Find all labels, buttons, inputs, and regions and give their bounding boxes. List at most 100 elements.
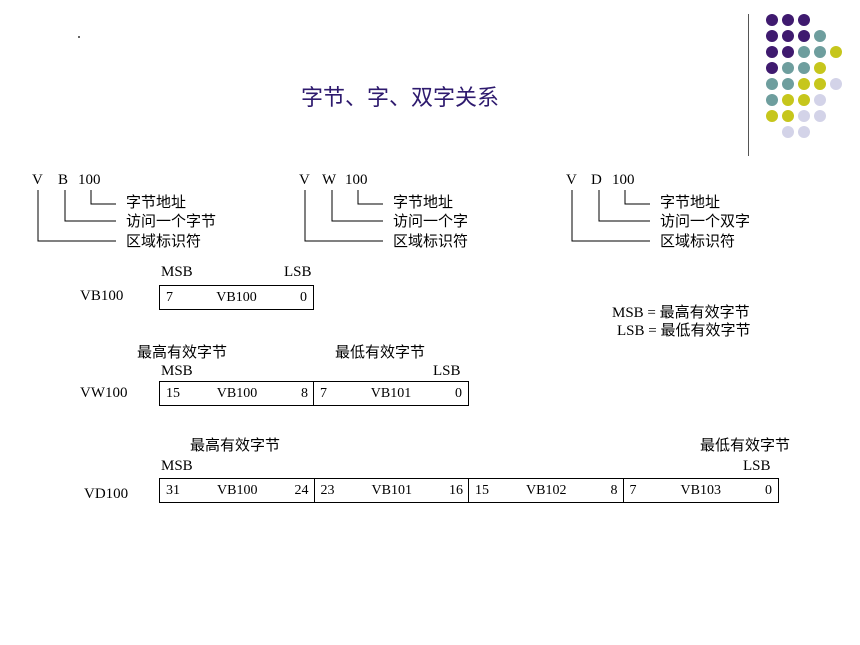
dword-cell-3-high-bit: 7 xyxy=(629,483,637,498)
divider-line xyxy=(748,14,749,156)
legend-lsb: LSB = 最低有效字节 xyxy=(617,323,751,339)
dword-cell-2-low-bit: 8 xyxy=(610,483,618,498)
word-lsb-tag: LSB xyxy=(433,363,461,379)
decor-dot xyxy=(798,30,810,42)
dword-cell-1-high-bit: 23 xyxy=(320,483,335,498)
addr-3-number: 100 xyxy=(612,172,635,188)
decor-dot xyxy=(798,126,810,138)
legend-msb: MSB = 最高有效字节 xyxy=(612,305,750,321)
slide-title: 字节、字、双字关系 xyxy=(300,85,499,110)
addr-1-label-area-id: 区域标识符 xyxy=(126,234,202,250)
addr-2-type-code: W xyxy=(322,172,337,188)
decor-dot xyxy=(766,46,778,58)
bracket-2-area xyxy=(304,190,383,242)
word-row-label: VW100 xyxy=(80,385,128,401)
dword-cell-0-low-bit: 24 xyxy=(294,483,309,498)
dword-cell-3-low-bit: 0 xyxy=(765,483,772,498)
addr-3-type-code: D xyxy=(591,172,602,188)
addr-3-label-area-id: 区域标识符 xyxy=(660,234,736,250)
decor-dot xyxy=(814,46,826,58)
decor-dot xyxy=(766,30,778,42)
decor-dot xyxy=(782,126,794,138)
word-cell-1-high-bit: 7 xyxy=(320,386,327,401)
decor-dot xyxy=(814,78,826,90)
addr-2-label-byte-address: 字节地址 xyxy=(393,195,454,211)
bracket-1-area xyxy=(37,190,116,242)
dword-cell-1-low-bit: 16 xyxy=(449,483,463,498)
byte-row-label: VB100 xyxy=(80,288,124,304)
byte-cell-0-high-bit: 7 xyxy=(166,290,173,305)
bracket-1-num xyxy=(90,190,116,205)
dword-cell-2-byte-name: VB102 xyxy=(526,483,567,498)
decor-dot xyxy=(782,62,794,74)
decor-dot xyxy=(814,94,826,106)
addr-2-label-access: 访问一个字 xyxy=(393,214,469,230)
dword-cell-2-high-bit: 15 xyxy=(475,483,489,498)
address-bracket-lines xyxy=(37,190,650,242)
dword-msb-label: 最高有效字节 xyxy=(190,438,281,454)
decor-dot xyxy=(766,14,778,26)
addr-1-area-code: V xyxy=(32,172,43,188)
decor-dot xyxy=(798,14,810,26)
word-cell-separator xyxy=(313,382,314,405)
bracket-2-num xyxy=(357,190,383,205)
decor-dot xyxy=(814,30,826,42)
addr-2-number: 100 xyxy=(345,172,368,188)
decor-dot xyxy=(766,110,778,122)
dword-lsb-tag: LSB xyxy=(743,458,771,474)
decor-dot xyxy=(798,62,810,74)
decor-dot xyxy=(766,94,778,106)
decor-dot xyxy=(782,30,794,42)
word-msb-tag: MSB xyxy=(161,363,193,379)
decor-dot xyxy=(782,46,794,58)
byte-register-box: 7 VB100 0 xyxy=(159,285,314,310)
word-lsb-label: 最低有效字节 xyxy=(335,345,426,361)
dword-cell-0-byte-name: VB100 xyxy=(217,483,258,498)
dword-lsb-label: 最低有效字节 xyxy=(700,438,791,454)
bracket-3-area xyxy=(571,190,650,242)
addr-1-label-byte-address: 字节地址 xyxy=(126,195,187,211)
decor-dot xyxy=(814,110,826,122)
word-cell-0-byte-name: VB100 xyxy=(216,386,258,401)
decor-dot xyxy=(798,110,810,122)
dword-msb-tag: MSB xyxy=(161,458,193,474)
addr-3-label-access: 访问一个双字 xyxy=(660,214,751,230)
decor-dot xyxy=(830,46,842,58)
word-cell-1-byte-name: VB101 xyxy=(370,386,412,401)
byte-lsb-tag: LSB xyxy=(284,264,312,280)
addr-1-label-access: 访问一个字节 xyxy=(126,214,217,230)
byte-cell-0-low-bit: 0 xyxy=(300,290,307,305)
bracket-1-type xyxy=(64,190,116,222)
word-cell-0-low-bit: 8 xyxy=(301,386,308,401)
dword-cell-separator xyxy=(468,479,469,502)
decor-dot xyxy=(766,62,778,74)
word-cell-0-high-bit: 15 xyxy=(166,386,180,401)
addr-2-label-area-id: 区域标识符 xyxy=(393,234,469,250)
word-msb-label: 最高有效字节 xyxy=(137,345,228,361)
byte-cell-0-byte-name: VB100 xyxy=(216,290,257,305)
bracket-3-type xyxy=(598,190,650,222)
decor-dot xyxy=(830,78,842,90)
decor-dot xyxy=(782,14,794,26)
dword-cell-1-byte-name: VB101 xyxy=(371,483,412,498)
dword-row-label: VD100 xyxy=(84,486,129,502)
decor-dot xyxy=(798,94,810,106)
stray-dot xyxy=(78,36,80,38)
decor-dot xyxy=(782,78,794,90)
bracket-3-num xyxy=(624,190,650,205)
addr-3-area-code: V xyxy=(566,172,577,188)
dword-cell-0-high-bit: 31 xyxy=(166,483,180,498)
word-cell-1-low-bit: 0 xyxy=(455,386,462,401)
decor-dot xyxy=(766,78,778,90)
decor-dot xyxy=(798,46,810,58)
addr-2-area-code: V xyxy=(299,172,310,188)
addr-3-label-byte-address: 字节地址 xyxy=(660,195,721,211)
decor-dot xyxy=(782,94,794,106)
dword-cell-separator xyxy=(313,479,315,502)
decor-dot xyxy=(782,110,794,122)
addr-1-number: 100 xyxy=(78,172,101,188)
addr-1-type-code: B xyxy=(58,172,69,188)
dword-cell-3-byte-name: VB103 xyxy=(680,483,721,498)
